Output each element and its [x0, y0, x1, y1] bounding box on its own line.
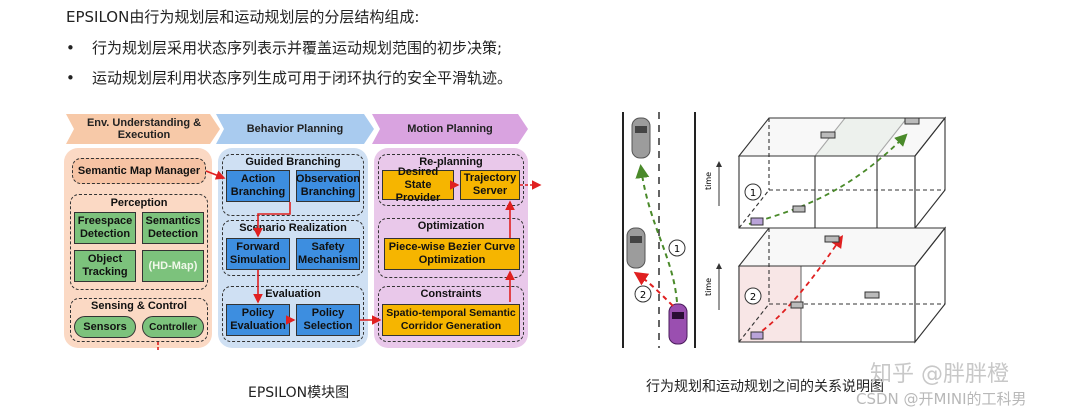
header-env: Env. Understanding & Execution [86, 117, 202, 141]
constraints-group [378, 286, 524, 342]
label-2-box: 2 [750, 292, 756, 303]
semantic-map-manager: Semantic Map Manager [72, 158, 206, 184]
label-1-road: 1 [674, 244, 680, 255]
object-tracking: Object Tracking [74, 250, 136, 282]
road [622, 112, 696, 348]
controller: Controller [142, 316, 204, 338]
safety-mechanism: Safety Mechanism [296, 238, 360, 270]
time-label-top: time [704, 172, 713, 190]
bullet-mark: • [66, 69, 75, 87]
header-arrows [66, 114, 528, 144]
zhihu-watermark: 知乎 @胖胖橙 [870, 362, 1009, 387]
action-branching: Action Branching [226, 170, 290, 202]
car-icon-middle [626, 227, 646, 269]
evaluation-title: Evaluation [265, 288, 321, 300]
optimization-group [378, 218, 524, 278]
sensors: Sensors [74, 316, 136, 338]
freespace-detection: Freespace Detection [74, 212, 136, 244]
trajectory-server: Trajectory Server [460, 170, 520, 200]
guided-branching-title: Guided Branching [245, 156, 341, 168]
right-caption: 行为规划和运动规划之间的关系说明图 [646, 379, 884, 395]
bezier-optimization: Piece-wise Bezier Curve Optimization [384, 238, 520, 270]
csdn-watermark: CSDN @开MINI的工科男 [856, 390, 1027, 408]
scenario-realization-group [222, 220, 364, 276]
bullet-item-2: • 运动规划层利用状态序列生成可用于闭环执行的安全平滑轨迹。 [66, 67, 512, 88]
bullet-mark: • [66, 39, 75, 57]
perception-group [70, 194, 208, 290]
perception-title: Perception [110, 197, 168, 209]
guided-branching-group [222, 154, 364, 216]
time-label-bottom: time [704, 278, 713, 296]
label-2-road: 2 [640, 290, 646, 301]
sensing-control-title: Sensing & Control [91, 300, 187, 312]
epsilon-module-diagram: Env. Understanding & Execution Behavior … [60, 106, 550, 352]
constraints-title: Constraints [420, 288, 482, 300]
header-behavior: Behavior Planning [246, 123, 344, 135]
scenario-realization-title: Scenario Realization [239, 222, 347, 234]
connector-arrows [157, 170, 542, 352]
bullet-text: 运动规划层利用状态序列生成可用于闭环执行的安全平滑轨迹。 [92, 69, 513, 87]
hd-map: (HD-Map) [142, 250, 204, 282]
bullet-text: 行为规划层采用状态序列表示并覆盖运动规划范围的初步决策; [92, 39, 503, 57]
replanning-title: Re-planning [419, 156, 483, 168]
intro-text: EPSILON由行为规划层和运动规划层的分层结构组成: [66, 8, 420, 26]
forward-simulation: Forward Simulation [226, 238, 290, 270]
policy-selection: Policy Selection [296, 304, 360, 336]
corridor-generation: Spatio-temporal Semantic Corridor Genera… [382, 304, 520, 336]
car-icon-top [631, 117, 651, 159]
label-1-box: 1 [750, 188, 756, 199]
header-motion: Motion Planning [407, 123, 493, 135]
relationship-illustration: 1 2 1 time 2 time [622, 112, 947, 348]
spacetime-box-top [737, 116, 947, 230]
observation-branching: Observation Branching [296, 170, 360, 202]
car-icon-ego [668, 303, 688, 345]
optimization-title: Optimization [417, 220, 485, 232]
evaluation-group [222, 286, 364, 342]
bullet-item-1: • 行为规划层采用状态序列表示并覆盖运动规划范围的初步决策; [66, 37, 502, 58]
sensing-control-group [70, 298, 208, 342]
left-caption: EPSILON模块图 [248, 385, 350, 401]
replanning-group [378, 154, 524, 206]
semantics-detection: Semantics Detection [142, 212, 204, 244]
policy-evaluation: Policy Evaluation [226, 304, 290, 336]
